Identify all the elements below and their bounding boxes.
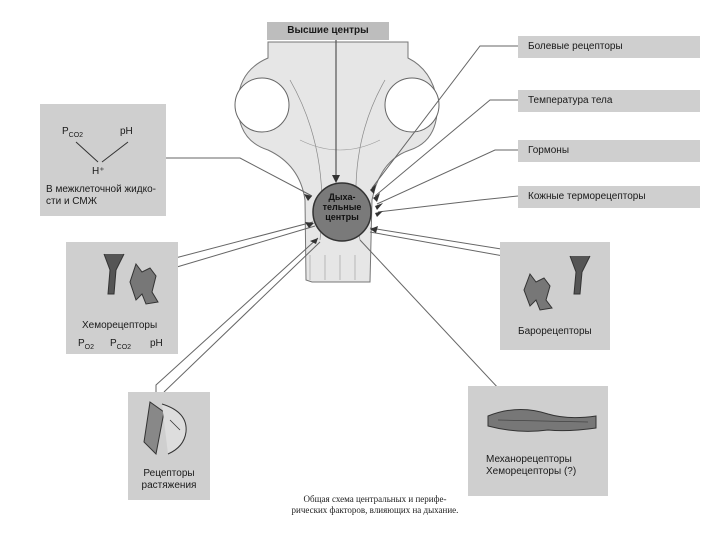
factor-label: Гормоны — [528, 145, 569, 157]
stretch-box: Рецепторы растяжения — [128, 392, 210, 500]
factor-label: Температура тела — [528, 95, 612, 107]
factor-label: Кожные терморецепторы — [528, 191, 646, 203]
mechanoreceptor-drawing — [468, 386, 608, 446]
baroreceptor-box: Барорецепторы — [500, 242, 610, 350]
chemoreceptor-label: Хеморецепторы — [82, 320, 157, 332]
center-line-2: тельные — [318, 202, 366, 212]
pco2-label: PCO2 — [110, 338, 131, 354]
po2-sub: O2 — [85, 344, 94, 351]
factor-box-hormones: Гормоны — [518, 140, 700, 162]
figure-caption: Общая схема центральных и перифе-рически… — [290, 494, 460, 516]
left-lobe — [235, 78, 289, 132]
link-mech — [360, 240, 500, 390]
csf-description: В межклеточной жидко-сти и СМЖ — [46, 184, 162, 208]
right-lobe — [385, 78, 439, 132]
pco2-main: P — [110, 338, 117, 349]
mechanoreceptor-label: Механорецепторы — [486, 454, 572, 466]
link-skin — [378, 196, 518, 212]
factor-box-skin: Кожные терморецепторы — [518, 186, 700, 208]
link-stretch-2 — [164, 242, 320, 392]
chemoreceptor-q-label: Хеморецепторы (?) — [486, 466, 576, 478]
chemoreceptor-drawing — [66, 242, 178, 312]
pco2-sub: CO2 — [117, 344, 131, 351]
ion-lines — [40, 104, 166, 184]
center-line-3: центры — [318, 212, 366, 222]
factor-box-temperature: Температура тела — [518, 90, 700, 112]
stretch-label: Рецепторы растяжения — [132, 468, 206, 492]
link-chemo-2 — [160, 226, 315, 272]
respiratory-center-label: Дыха- тельные центры — [318, 192, 366, 222]
chemoreceptor-box: Хеморецепторы PO2 PCO2 pH — [66, 242, 178, 354]
higher-centers-label: Высшие центры — [267, 22, 389, 40]
csf-box: PCO2 pH H⁺ В межклеточной жидко-сти и СМ… — [40, 104, 166, 216]
factor-label: Болевые рецепторы — [528, 41, 623, 53]
baroreceptor-label: Барорецепторы — [518, 326, 592, 338]
link-stretch — [156, 238, 318, 392]
ph-label: pH — [150, 338, 163, 350]
stretch-drawing — [128, 392, 210, 462]
po2-label: PO2 — [78, 338, 94, 354]
po2-main: P — [78, 338, 85, 349]
arrowhead — [375, 203, 383, 210]
baroreceptor-drawing — [500, 242, 610, 312]
factor-box-pain: Болевые рецепторы — [518, 36, 700, 58]
link-chemo-1 — [160, 222, 313, 262]
mechanoreceptor-box: Механорецепторы Хеморецепторы (?) — [468, 386, 608, 496]
center-line-1: Дыха- — [318, 192, 366, 202]
